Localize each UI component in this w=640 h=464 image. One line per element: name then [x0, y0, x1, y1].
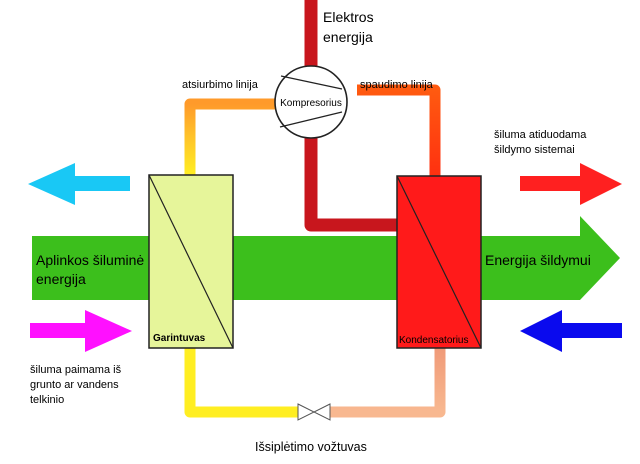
magenta-supply-arrow [30, 310, 132, 352]
expansion-valve-symbol-right [312, 403, 331, 421]
red-heat-output-arrow [520, 163, 622, 205]
heat-to-system-label-line2: šildymo sistemai [494, 144, 575, 156]
compressor-line-bottom [279, 111, 343, 128]
ambient-heat-label-line2: energija [36, 271, 86, 287]
compressor-line-top [280, 75, 343, 90]
liquid-line-right [330, 348, 446, 418]
discharge-line-label: spaudimo linija [360, 79, 434, 91]
heat-source-label-line1: šiluma paimama iš [30, 364, 122, 376]
suction-line [184, 98, 278, 175]
heat-to-system-label-line1: šiluma atiduodama [494, 129, 587, 141]
evaporator-diagonal [148, 174, 234, 349]
electric-energy-label-line2: energija [323, 29, 373, 45]
discharge-line [357, 84, 441, 176]
condenser-label: Kondensatorius [399, 335, 469, 346]
suction-line-label: atsiurbimo linija [182, 79, 259, 91]
condenser-diagonal [396, 175, 482, 349]
compressor-label: Kompresorius [280, 98, 342, 109]
ambient-heat-label-line1: Aplinkos šiluminė [36, 252, 144, 268]
compressor-symbol [274, 65, 348, 139]
blue-return-arrow [520, 310, 622, 352]
heat-source-label-line2: grunto ar vandens [30, 379, 119, 391]
expansion-valve-symbol [297, 403, 316, 421]
cyan-return-arrow [28, 163, 130, 205]
evaporator-label: Garintuvas [153, 333, 206, 344]
heat-source-label-line3: telkinio [30, 394, 64, 406]
heating-energy-label: Energija šildymui [485, 252, 591, 268]
expansion-valve-label: Išsiplėtimo vožtuvas [255, 440, 367, 454]
liquid-line-left [184, 348, 300, 418]
electric-energy-label-line1: Elektros [323, 9, 374, 25]
